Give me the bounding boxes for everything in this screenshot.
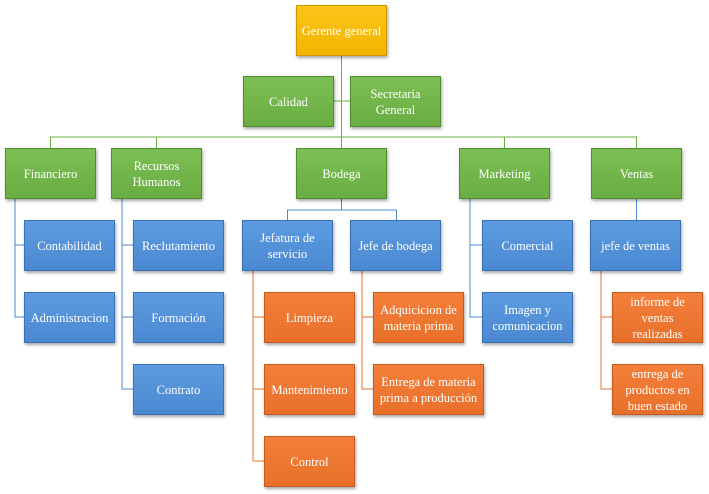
recursos-humanos-label: Recursos Humanos — [132, 158, 181, 189]
node-secretaria-general: Secretaria General — [350, 76, 441, 127]
node-adquicicion-materia-prima: Adquicicion de materia prima — [373, 292, 464, 343]
node-reclutamiento: Reclutamiento — [133, 220, 224, 271]
node-financiero: Financiero — [5, 148, 96, 199]
jefatura-de-servicio-label: Jefatura de servicio — [260, 230, 315, 261]
entrega-materia-prima-label: Entrega de materia prima a producción — [379, 374, 478, 405]
node-recursos-humanos: Recursos Humanos — [111, 148, 202, 199]
node-marketing: Marketing — [459, 148, 550, 199]
node-jefe-de-bodega: Jefe de bodega — [350, 220, 441, 271]
node-comercial: Comercial — [482, 220, 573, 271]
node-entrega-de-productos: entrega de productos en buen estado — [612, 364, 703, 415]
node-calidad: Calidad — [243, 76, 334, 127]
node-ventas: Ventas — [591, 148, 682, 199]
adquicicion-label: Adquicicion de materia prima — [380, 302, 457, 333]
node-formacion: Formación — [133, 292, 224, 343]
node-bodega: Bodega — [296, 148, 387, 199]
node-jefe-de-ventas: jefe de ventas — [590, 220, 681, 271]
entrega-productos-label: entrega de productos en buen estado — [625, 366, 690, 413]
node-contabilidad: Contabilidad — [24, 220, 115, 271]
node-limpieza: Limpieza — [264, 292, 355, 343]
imagen-comunicacion-label: Imagen y comunicacion — [492, 302, 563, 333]
node-mantenimiento: Mantenimiento — [264, 364, 355, 415]
node-contrato: Contrato — [133, 364, 224, 415]
node-imagen-y-comunicacion: Imagen y comunicacion — [482, 292, 573, 343]
informe-ventas-label: informe de ventas realizadas — [630, 294, 685, 341]
node-control: Control — [264, 436, 355, 487]
node-administracion: Administracion — [24, 292, 115, 343]
node-informe-de-ventas: informe de ventas realizadas — [612, 292, 703, 343]
node-gerente-general: Gerente general — [296, 5, 387, 56]
node-entrega-materia-prima: Entrega de materia prima a producción — [373, 364, 484, 415]
node-jefatura-de-servicio: Jefatura de servicio — [242, 220, 333, 271]
